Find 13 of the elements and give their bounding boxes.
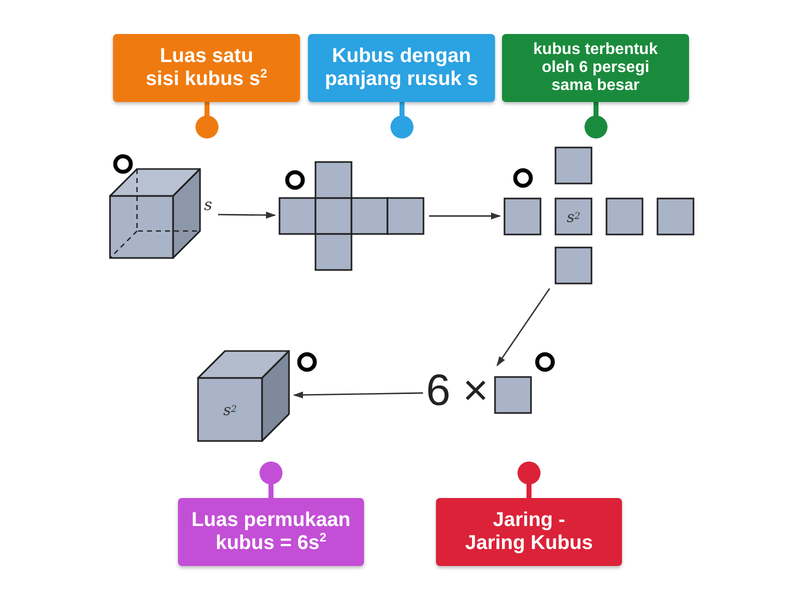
arrow	[218, 212, 276, 219]
label-card: Jaring - Jaring Kubus	[436, 498, 622, 566]
arrow	[496, 288, 550, 366]
label-card: Kubus dengan panjang rusuk s	[308, 34, 495, 102]
arrow	[429, 212, 501, 220]
area-label: s$^{2}$	[566, 206, 582, 228]
area-label: s$^{2}$	[222, 400, 238, 420]
label-card: Luas permukaan kubus = 6s$^{2}$	[178, 498, 364, 566]
label-card: kubus terbentuk oleh 6 persegi sama besar	[502, 34, 689, 102]
side-label: s	[204, 195, 212, 214]
arrow	[293, 391, 424, 398]
label-card: Luas satu sisi kubus s$^{2}$	[113, 34, 300, 102]
multiplier-text: 6 ×	[426, 367, 488, 415]
